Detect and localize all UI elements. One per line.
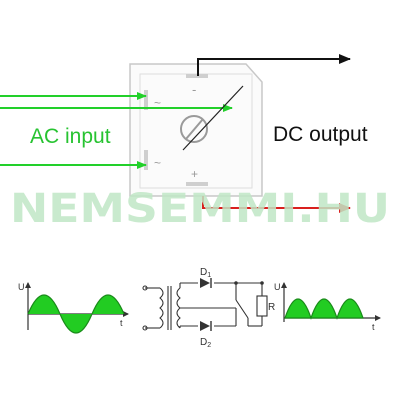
dc-negative-arrow bbox=[197, 54, 351, 76]
watermark-text: NEMSEMMI.HU bbox=[10, 186, 390, 232]
pin-left-bottom bbox=[144, 150, 148, 170]
rectified-wave bbox=[284, 298, 364, 320]
diode-d1 bbox=[200, 278, 210, 288]
ac-input-arrows bbox=[0, 92, 233, 169]
circle-with-slash-icon bbox=[180, 115, 208, 143]
ac-sine-wave bbox=[27, 294, 125, 334]
output-waveform-graph: U t bbox=[274, 282, 381, 332]
dc-positive-arrow bbox=[202, 196, 351, 213]
input-y-axis-label: U bbox=[18, 282, 25, 292]
pin-mark-ac-1: ~ bbox=[154, 96, 161, 110]
input-waveform-graph: U t bbox=[18, 282, 129, 334]
dc-output-label: DC output bbox=[273, 123, 368, 146]
diode-d1-label: D1 bbox=[200, 267, 211, 279]
input-x-axis-label: t bbox=[120, 318, 123, 328]
output-x-axis-label: t bbox=[372, 322, 375, 332]
diagonal-connector bbox=[182, 85, 244, 151]
pin-mark-ac-2: ~ bbox=[154, 156, 161, 170]
triangle-bar-icon bbox=[200, 278, 212, 331]
pin-left-top bbox=[144, 90, 148, 110]
pin-mark-negative: - bbox=[192, 82, 196, 97]
pin-mark-positive: + bbox=[191, 167, 198, 181]
resistor bbox=[256, 295, 268, 317]
bridge-package: ~ ~ - + bbox=[129, 63, 263, 197]
diode-d2 bbox=[200, 321, 210, 331]
resistor-label: R bbox=[268, 302, 275, 313]
output-y-axis-label: U bbox=[274, 282, 281, 292]
diode-d2-label: D2 bbox=[200, 337, 211, 349]
pin-bottom bbox=[186, 182, 208, 186]
ac-input-label: AC input bbox=[30, 125, 111, 148]
rectifier-circuit bbox=[142, 282, 268, 331]
